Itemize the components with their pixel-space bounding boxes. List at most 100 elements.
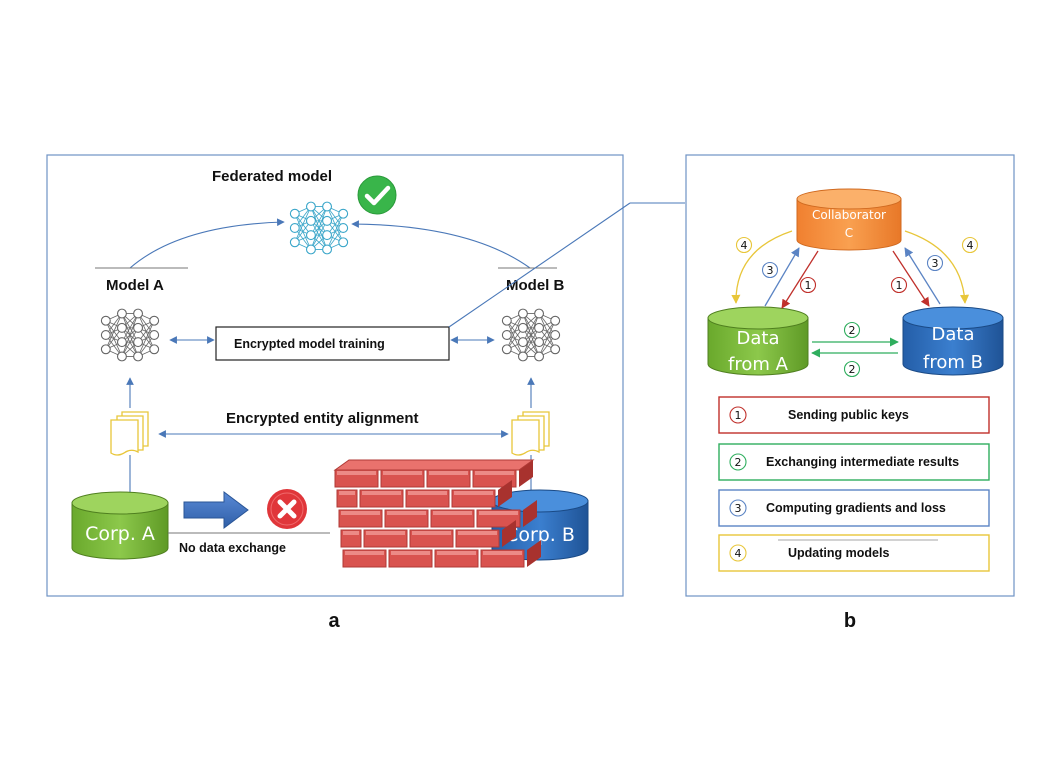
step-number: 1 <box>896 279 903 292</box>
network-node <box>534 308 545 319</box>
data-from-b-line1: Data <box>932 324 975 345</box>
brick-highlight <box>383 471 422 475</box>
network-edge <box>121 327 139 357</box>
network-node <box>100 330 111 340</box>
network-node <box>289 223 300 233</box>
network-node <box>305 215 316 226</box>
network-node <box>534 322 545 333</box>
cross-icon <box>267 489 307 529</box>
step-number: 3 <box>767 264 774 277</box>
step-number: 4 <box>741 239 748 252</box>
brick-highlight <box>454 491 493 495</box>
network-node <box>133 308 144 319</box>
corp-a-label: Corp. A <box>85 523 155 545</box>
brick-side <box>527 540 541 567</box>
network-edge <box>326 213 344 250</box>
legend-number: 2 <box>735 456 742 469</box>
network-node <box>116 322 127 333</box>
step3-arrow-right <box>904 247 941 305</box>
network-node <box>501 330 512 340</box>
legend-item-4: 4 Updating models <box>718 534 990 572</box>
training-box <box>215 326 450 361</box>
step-3-badge: 3 <box>761 261 779 279</box>
step1-arrow-left <box>781 250 819 309</box>
brick-highlight <box>475 471 514 475</box>
network-node <box>116 337 127 348</box>
step-2-badge: 2 <box>843 321 861 339</box>
data-from-b-database: Data from B <box>902 306 1004 376</box>
no-exchange-label: No data exchange <box>179 541 286 555</box>
federated-model-title: Federated model <box>212 168 332 185</box>
network-edge <box>294 206 312 243</box>
data-from-a-line2: from A <box>728 354 789 375</box>
brick-highlight <box>341 511 380 515</box>
data-from-a-line1: Data <box>737 328 780 349</box>
network-edge <box>105 313 123 350</box>
legend-number-circle <box>729 453 747 471</box>
model-a-network-icon <box>100 308 160 362</box>
network-node <box>338 208 349 219</box>
network-node <box>550 330 561 340</box>
training-label: Encrypted model training <box>234 337 385 351</box>
brick-highlight <box>412 531 451 535</box>
network-node <box>133 322 144 333</box>
network-node <box>534 351 545 362</box>
brick-highlight <box>345 551 384 555</box>
network-edge <box>137 320 155 357</box>
step-number: 3 <box>932 257 939 270</box>
legend-label: Exchanging intermediate results <box>766 455 959 469</box>
data-from-b-line2: from B <box>923 352 983 373</box>
model-a-label: Model A <box>106 277 164 294</box>
network-node <box>305 201 316 212</box>
step-number: 1 <box>805 279 812 292</box>
connector-line <box>448 202 631 328</box>
alignment-label: Encrypted entity alignment <box>226 410 419 427</box>
network-edge <box>522 327 540 357</box>
arc-model-a-to-federated <box>129 218 285 269</box>
step-1-badge: 1 <box>890 276 908 294</box>
network-node <box>149 344 160 355</box>
network-node <box>322 215 333 226</box>
step4-arrow-left <box>731 230 793 304</box>
legend-box <box>718 443 990 481</box>
legend-box <box>718 489 990 527</box>
network-node <box>550 344 561 355</box>
legend-number: 4 <box>735 547 742 560</box>
step3-arrow-left <box>764 247 800 307</box>
legend-number-circle <box>729 544 747 562</box>
document-stack-icon-a <box>110 411 149 456</box>
brick-side <box>523 500 537 527</box>
step1-arrow-right <box>892 250 930 307</box>
network-node <box>116 351 127 362</box>
model-b-network-icon <box>501 308 561 362</box>
legend-box <box>718 396 990 434</box>
network-node <box>550 315 561 326</box>
brick-highlight <box>479 511 518 515</box>
network-node <box>501 344 512 355</box>
step-number: 4 <box>967 239 974 252</box>
legend-label: Updating models <box>788 546 889 560</box>
network-node <box>289 237 300 248</box>
corp-a-database: Corp. A <box>71 491 169 560</box>
model-b-label: Model B <box>506 277 564 294</box>
federated-network-icon <box>289 201 349 255</box>
panel-b-frame <box>685 154 1015 597</box>
brick-side <box>502 520 516 547</box>
network-node <box>289 208 300 219</box>
network-node <box>116 308 127 319</box>
caption-b: b <box>844 610 856 632</box>
brick-highlight <box>483 551 522 555</box>
legend-item-2: 2 Exchanging intermediate results <box>718 443 990 481</box>
network-node <box>305 244 316 255</box>
document-stack-icon-b <box>511 411 550 456</box>
brick-highlight <box>387 511 426 515</box>
network-node <box>100 315 111 326</box>
step-number: 2 <box>849 363 856 376</box>
step-number: 2 <box>849 324 856 337</box>
legend-label: Computing gradients and loss <box>766 501 946 515</box>
legend-number-circle <box>729 406 747 424</box>
corp-b-label: Corp. B <box>505 524 575 546</box>
step4-arrow-right <box>904 230 970 304</box>
